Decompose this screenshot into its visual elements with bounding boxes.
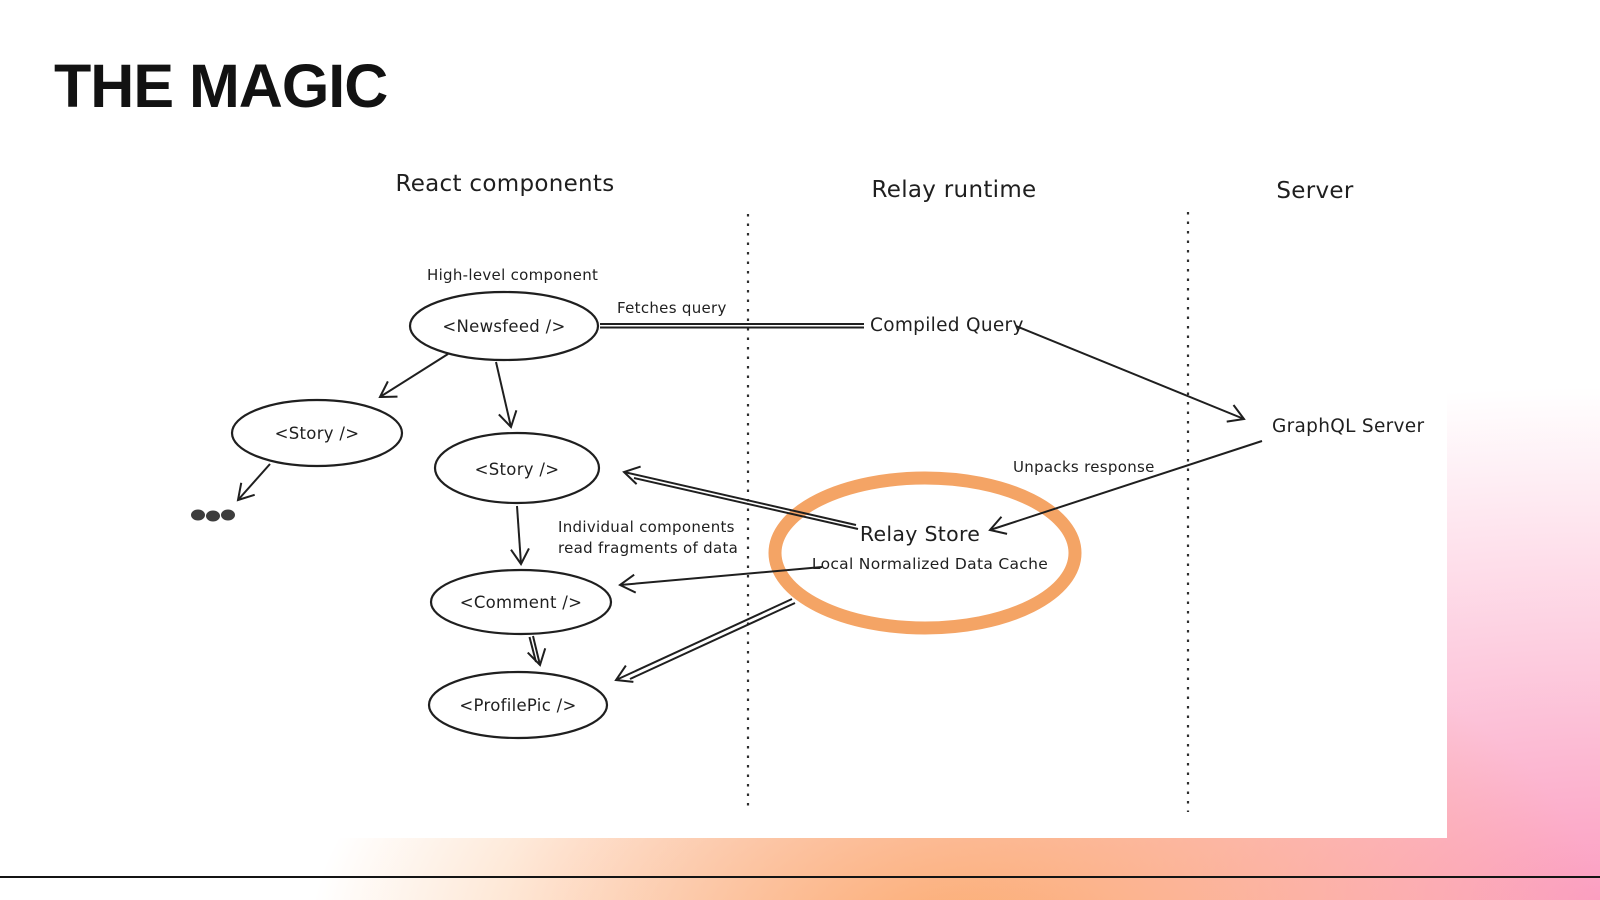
read-fragments-annotation-line1: Individual components [558,518,735,536]
relay-store-label: Relay Store [860,522,980,546]
story-left-to-more-arrow [236,463,271,502]
high-level-component-annotation: High-level component [427,266,598,284]
read-fragments-annotation-line2: read fragments of data [558,539,738,557]
store-to-profilepic-arrow [614,598,796,683]
newsfeed-to-story-right-arrow [495,361,518,429]
footer-divider [0,876,1600,878]
newsfeed-to-story-left-arrow [378,353,449,399]
comment-to-profilepic-arrow [527,635,547,667]
store-to-story-arrow [622,465,859,530]
slide-title: THE MAGIC [54,52,388,120]
story-right-node [433,431,601,505]
profilepic-node [427,670,609,740]
compiled-query-label: Compiled Query [870,315,1024,336]
unpacks-response-annotation: Unpacks response [1013,458,1155,476]
story-left-label: <Story /> [275,424,360,443]
graphql-server-label: GraphQL Server [1272,416,1424,437]
story-left-node [230,398,404,468]
newsfeed-node [408,290,600,362]
profilepic-label: <ProfilePic /> [459,696,576,715]
column-header-react-components: React components [395,171,614,197]
fetches-query-line [600,323,864,329]
relay-store-sublabel: Local Normalized Data Cache [812,555,1048,573]
relay-store-highlight-ring [768,471,1082,635]
story-right-label: <Story /> [475,460,560,479]
unpacks-response-arrow [988,440,1263,535]
compiled-query-to-server-arrow [1015,325,1246,423]
fetches-query-annotation: Fetches query [617,299,727,317]
story-right-to-comment-arrow [510,505,530,566]
comment-node [429,568,613,636]
relay-architecture-diagram: React components Relay runtime Server <N… [191,171,1424,812]
comment-label: <Comment /> [460,593,583,612]
store-to-comment-arrow [618,566,823,594]
column-header-server: Server [1276,178,1353,204]
more-stories-ellipsis [191,509,235,522]
slide-canvas: THE MAGIC [54,52,1425,812]
column-header-relay-runtime: Relay runtime [872,177,1037,203]
newsfeed-label: <Newsfeed /> [442,317,565,336]
